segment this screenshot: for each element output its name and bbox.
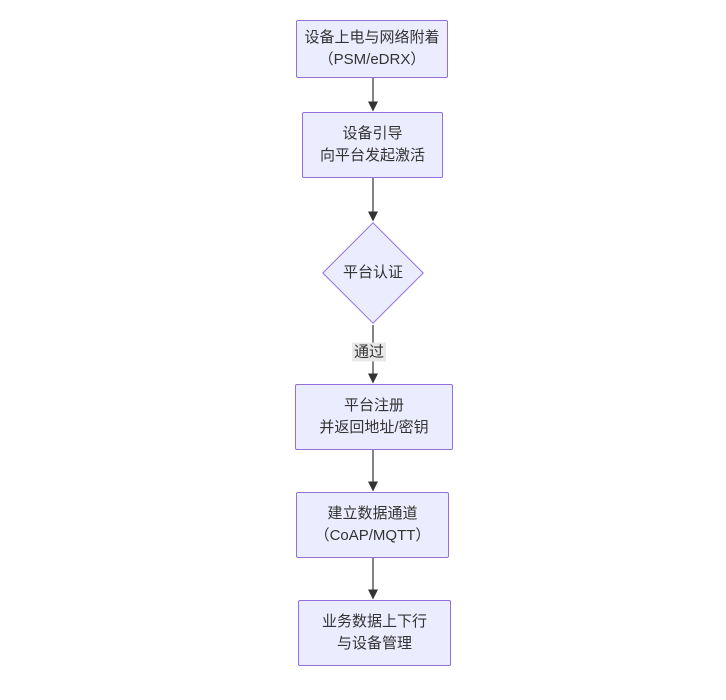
node-power-attach: 设备上电与网络附着 （PSM/eDRX） [296,20,448,78]
node-power-attach-line2: （PSM/eDRX） [318,51,426,68]
node-bootstrap: 设备引导 向平台发起激活 [302,112,443,178]
node-bootstrap-line2: 向平台发起激活 [319,147,425,164]
node-business-line1: 业务数据上下行 [321,613,427,630]
node-bootstrap-line1: 设备引导 [342,125,403,142]
node-channel: 建立数据通道 （CoAP/MQTT） [296,492,449,558]
node-business-line2: 与设备管理 [336,635,412,652]
node-register-line1: 平台注册 [343,397,404,414]
node-channel-line2: （CoAP/MQTT） [314,527,431,544]
node-power-attach-line1: 设备上电与网络附着 [304,29,440,46]
edge-label-pass: 通过 [351,342,387,362]
node-business: 业务数据上下行 与设备管理 [298,600,451,666]
node-channel-line1: 建立数据通道 [327,505,418,522]
node-register: 平台注册 并返回地址/密钥 [295,384,453,450]
node-register-line2: 并返回地址/密钥 [319,419,429,436]
decision-auth-label: 平台认证 [342,264,403,281]
